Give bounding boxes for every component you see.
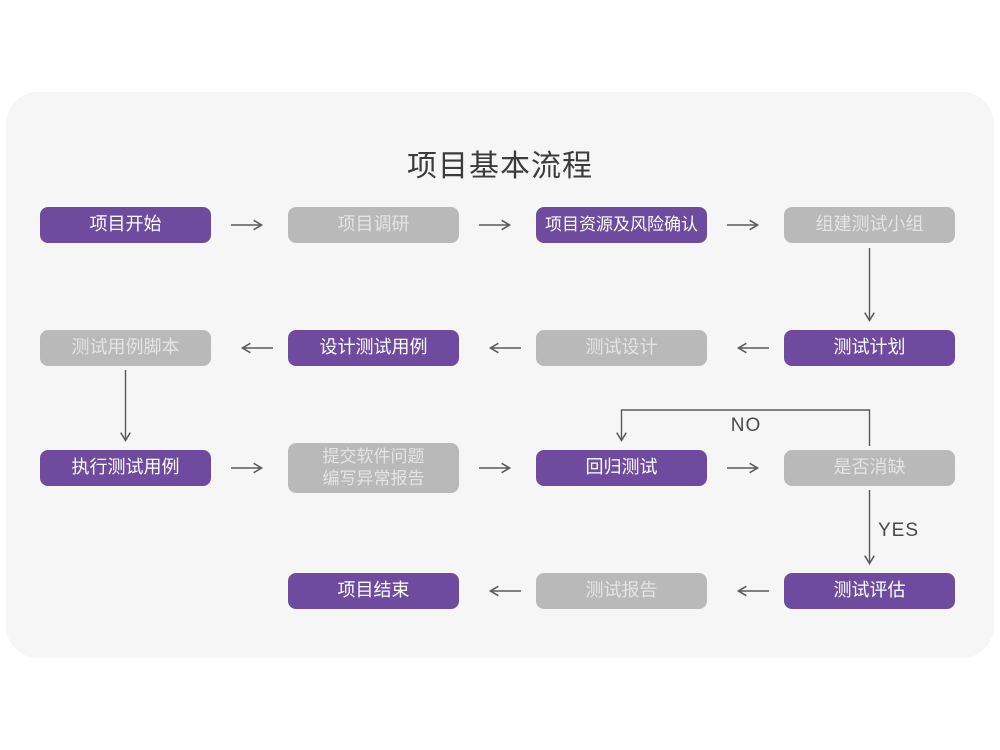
- node-test-design: 测试设计: [536, 330, 707, 366]
- node-regression-test: 回归测试: [536, 450, 707, 486]
- node-label: 项目资源及风险确认: [545, 214, 698, 234]
- node-label: 组建测试小组: [815, 214, 924, 235]
- node-test-plan: 测试计划: [784, 330, 955, 366]
- node-label: 测试计划: [833, 337, 906, 358]
- node-label: 回归测试: [585, 457, 658, 478]
- node-defect-cleared: 是否消缺: [784, 450, 955, 486]
- node-label: 测试设计: [585, 337, 658, 358]
- node-run-test-cases: 执行测试用例: [40, 450, 211, 486]
- node-project-start: 项目开始: [40, 207, 211, 243]
- node-test-case-script: 测试用例脚本: [40, 330, 211, 366]
- flowchart-card: [6, 92, 994, 658]
- node-submit-issue-report: 提交软件问题 编写异常报告: [288, 443, 459, 493]
- node-label: 设计测试用例: [319, 337, 428, 358]
- edge-label-no: NO: [730, 415, 762, 436]
- node-label-line2: 编写异常报告: [322, 469, 425, 488]
- node-project-end: 项目结束: [288, 573, 459, 609]
- node-label: 项目调研: [337, 214, 410, 235]
- node-test-evaluation: 测试评估: [784, 573, 955, 609]
- node-label-line1: 提交软件问题: [322, 447, 425, 466]
- node-label: 项目开始: [89, 214, 162, 235]
- node-design-test-cases: 设计测试用例: [288, 330, 459, 366]
- node-label: 是否消缺: [833, 457, 906, 478]
- node-label: 测试用例脚本: [71, 337, 180, 358]
- edge-label-yes: YES: [878, 520, 920, 541]
- node-test-report: 测试报告: [536, 573, 707, 609]
- node-label: 执行测试用例: [71, 457, 180, 478]
- node-project-research: 项目调研: [288, 207, 459, 243]
- node-label: 项目结束: [337, 580, 410, 601]
- node-label: 测试报告: [585, 580, 658, 601]
- page-title: 项目基本流程: [407, 150, 593, 183]
- node-label: 测试评估: [833, 580, 906, 601]
- node-resources-risk: 项目资源及风险确认: [536, 207, 707, 243]
- node-build-test-team: 组建测试小组: [784, 207, 955, 243]
